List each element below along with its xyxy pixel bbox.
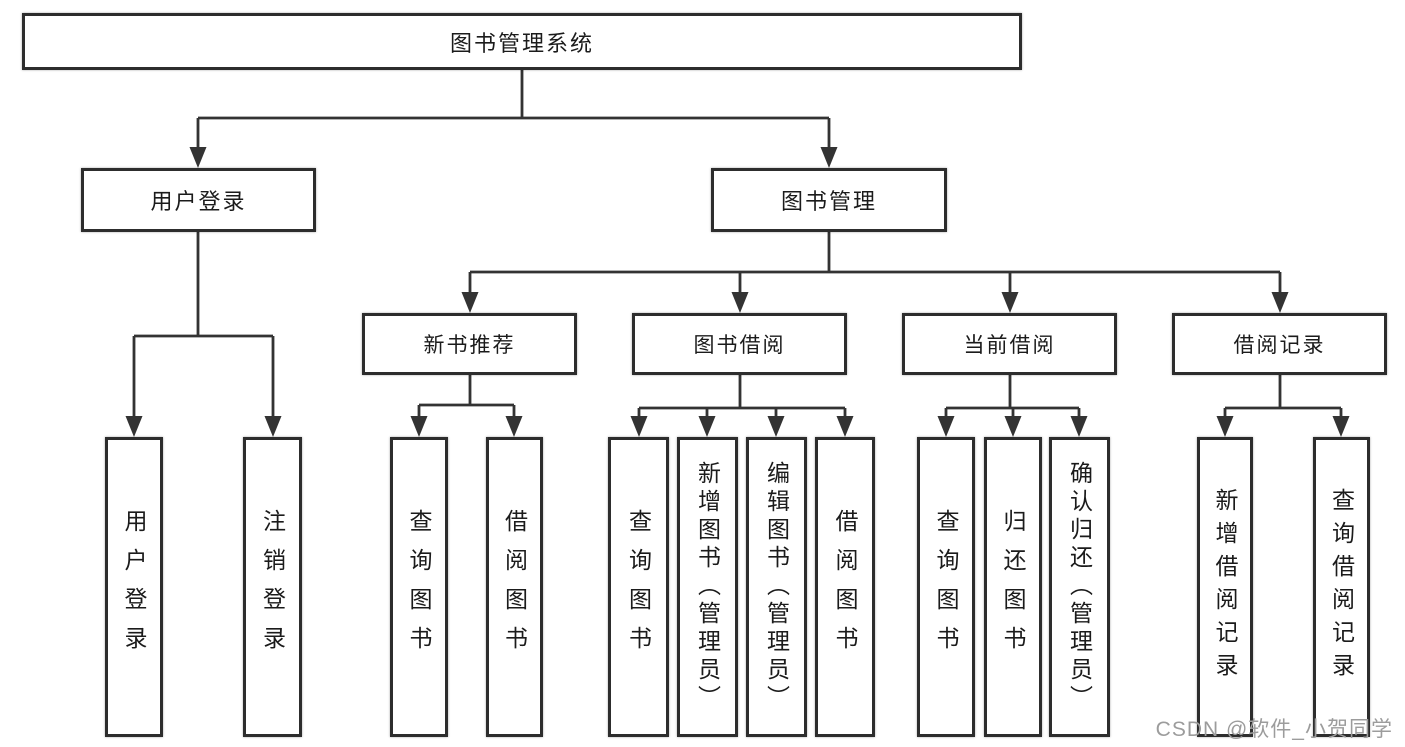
arrow-down-icon (820, 147, 838, 168)
leaf-query-books-recommend: 查询图书 (390, 437, 448, 737)
leaf-query-borrow-record: 查询借阅记录 (1313, 437, 1370, 737)
connector-current-to-leaves (944, 375, 1081, 419)
connector-borrow-to-leaves (637, 375, 847, 419)
node-book-borrowing: 图书借阅 (632, 313, 847, 375)
arrow-down-icon (698, 416, 716, 437)
arrow-down-icon (461, 292, 479, 313)
arrow-down-icon (1070, 416, 1088, 437)
node-new-book-recommendation: 新书推荐 (362, 313, 577, 375)
leaf-edit-books-admin: 编辑图书（管理员） (746, 437, 807, 737)
node-library-management-system: 图书管理系统 (22, 13, 1022, 70)
arrow-down-icon (505, 416, 523, 437)
arrow-down-icon (264, 416, 282, 437)
leaf-add-books-admin: 新增图书（管理员） (677, 437, 738, 737)
arrow-down-icon (1001, 292, 1019, 313)
node-user-login: 用户登录 (81, 168, 316, 232)
arrow-down-icon (767, 416, 785, 437)
watermark: CSDN @软件_小贺同学 (1155, 718, 1393, 741)
connector-paths (132, 70, 1343, 419)
leaf-user-login: 用户登录 (105, 437, 163, 737)
node-current-borrowing: 当前借阅 (902, 313, 1117, 375)
leaf-confirm-return-admin: 确认归还（管理员） (1049, 437, 1110, 737)
connector-newbook-to-leaves (417, 375, 516, 419)
connector-root-to-level2 (196, 70, 831, 150)
connector-bookmgmt-to-level3 (468, 232, 1282, 295)
connector-records-to-leaves (1223, 375, 1343, 419)
leaf-borrow-books: 借阅图书 (815, 437, 875, 737)
arrow-down-icon (410, 416, 428, 437)
arrow-down-icon (1004, 416, 1022, 437)
leaf-add-borrow-record: 新增借阅记录 (1197, 437, 1253, 737)
arrow-down-icon (1216, 416, 1234, 437)
connector-userlogin-to-leaves (132, 232, 275, 419)
leaf-query-books-current: 查询图书 (917, 437, 975, 737)
arrow-down-icon (937, 416, 955, 437)
arrow-down-icon (1271, 292, 1289, 313)
leaf-logout: 注销登录 (243, 437, 302, 737)
arrow-down-icon (836, 416, 854, 437)
leaf-borrow-books-recommend: 借阅图书 (486, 437, 543, 737)
leaf-query-books-borrow: 查询图书 (608, 437, 669, 737)
leaf-return-books: 归还图书 (984, 437, 1042, 737)
node-borrowing-records: 借阅记录 (1172, 313, 1387, 375)
arrow-down-icon (189, 147, 207, 168)
arrowheads (125, 147, 1350, 437)
arrow-down-icon (1332, 416, 1350, 437)
arrow-down-icon (630, 416, 648, 437)
arrow-down-icon (125, 416, 143, 437)
node-book-management: 图书管理 (711, 168, 947, 232)
arrow-down-icon (731, 292, 749, 313)
